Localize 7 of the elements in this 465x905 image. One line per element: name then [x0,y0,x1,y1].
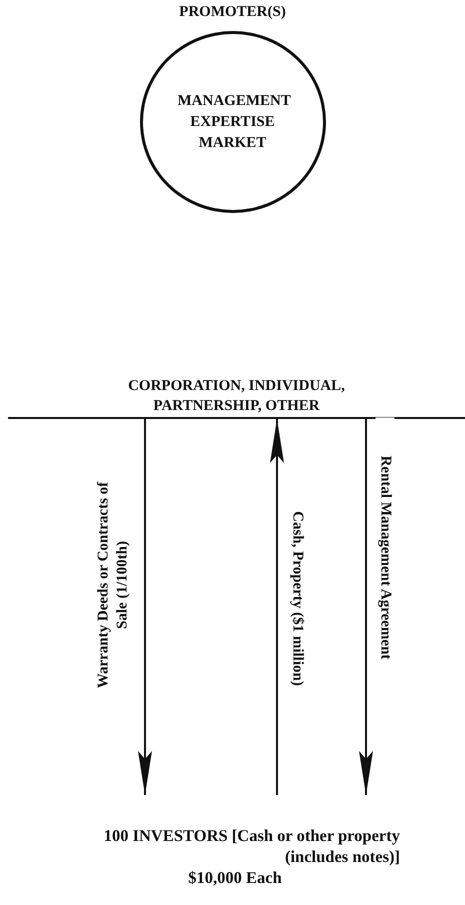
arrow [138,419,152,795]
node-heading: PROMOTER(S) [178,4,287,21]
investors-label: 100 INVESTORS [Cash or other property (includes notes)] [102,825,400,867]
amount-label: $10,000 Each [187,867,283,888]
arrow [359,419,373,795]
entity-label: CORPORATION, INDIVIDUAL, PARTNERSHIP, OTHER [127,377,346,416]
arrow [270,419,284,795]
